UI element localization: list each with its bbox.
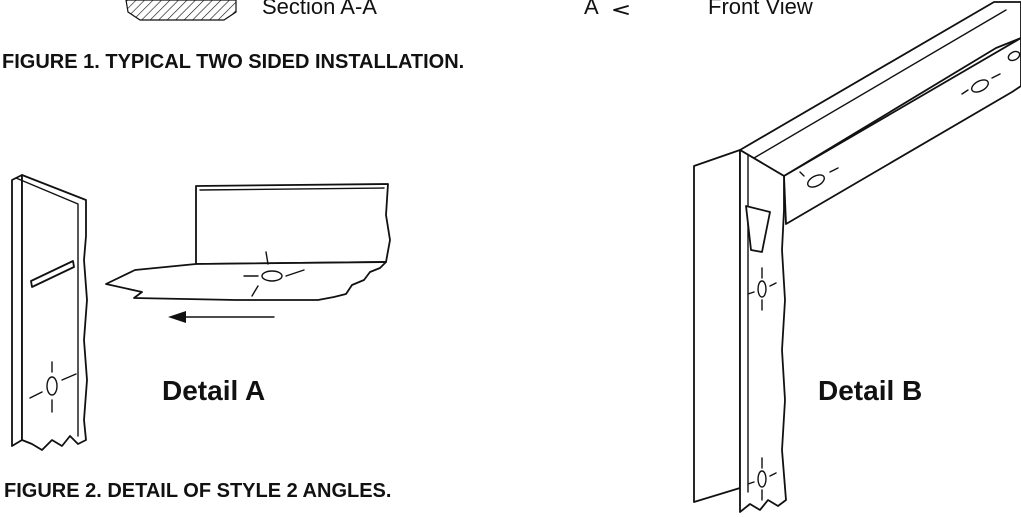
mounting-hole-icon: [243, 251, 305, 297]
detail-a-label: Detail A: [162, 375, 265, 406]
section-marker-arrow: [613, 5, 629, 15]
front-view-label: Front View: [708, 0, 813, 19]
detail-b-label: Detail B: [818, 375, 922, 406]
detail-a-horizontal-angle: [105, 183, 391, 301]
figure-2-caption: FIGURE 2. DETAIL OF STYLE 2 ANGLES.: [4, 480, 391, 502]
section-hatch-shape: [125, 0, 237, 21]
detail-b-corner-frame: [693, 1, 1021, 513]
mounting-hole-icon: [1007, 50, 1021, 62]
mounting-hole-icon: [29, 361, 77, 413]
mounting-hole-icon: [799, 167, 839, 188]
slide-direction-arrow: [168, 311, 275, 323]
section-a-a-label: Section A-A: [262, 0, 377, 19]
mounting-hole-icon: [747, 267, 777, 311]
mounting-hole-icon: [747, 457, 777, 501]
mounting-hole-icon: [961, 73, 1001, 95]
slot-icon: [30, 260, 75, 288]
figure-1-caption: FIGURE 1. TYPICAL TWO SIDED INSTALLATION…: [2, 51, 464, 73]
section-marker-label: A: [584, 0, 599, 19]
cutout-icon: [745, 205, 771, 253]
detail-a-vertical-angle: [11, 174, 88, 451]
